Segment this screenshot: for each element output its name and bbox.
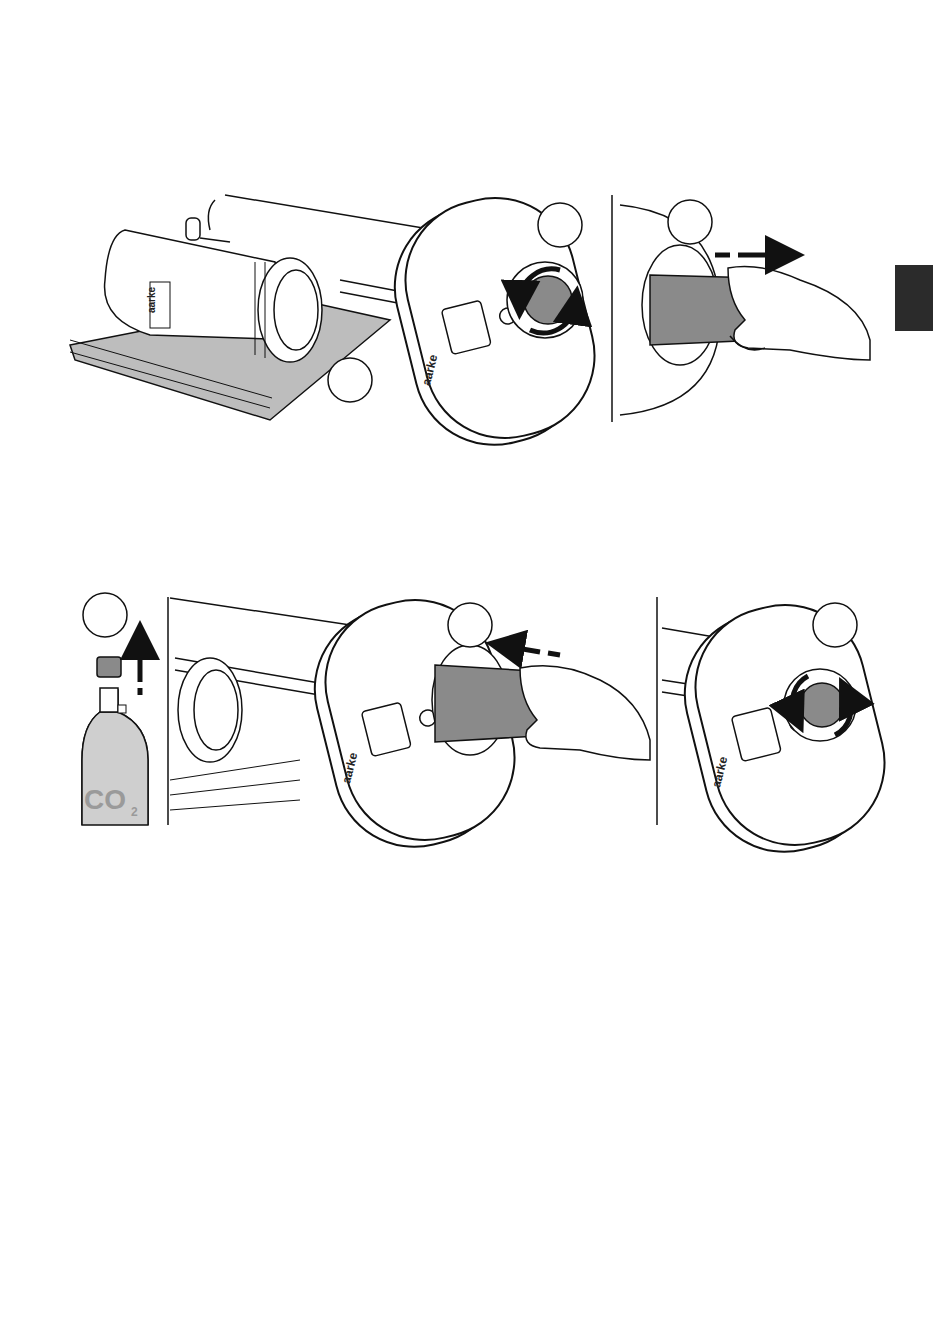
line-art (524, 276, 572, 324)
line-art (82, 712, 148, 825)
line-art (530, 305, 575, 333)
line-art (715, 253, 730, 258)
line-art (738, 253, 785, 258)
line-art (178, 658, 242, 762)
line-art (800, 683, 844, 727)
brand-label: aarke (147, 287, 157, 313)
line-art (784, 669, 856, 741)
line-art (835, 695, 851, 735)
line-art (538, 203, 582, 247)
line-art (328, 358, 372, 402)
line-art (200, 238, 230, 242)
line-art (895, 265, 933, 331)
line-art (100, 688, 118, 712)
line-art (730, 336, 765, 350)
line-art (656, 597, 658, 825)
line-art (611, 195, 613, 422)
line-art (520, 666, 650, 760)
line-art (138, 640, 143, 682)
line-art (792, 676, 808, 715)
line-art (186, 218, 200, 240)
line-art (507, 262, 583, 338)
line-art (70, 340, 272, 398)
line-art (728, 267, 870, 361)
line-art (667, 588, 903, 869)
line-art (813, 603, 857, 647)
line-art (70, 352, 270, 408)
line-art (548, 653, 560, 655)
line-art (274, 270, 318, 350)
line-art (448, 603, 492, 647)
line-art (377, 181, 613, 462)
gas-label: CO (84, 786, 126, 814)
line-art (83, 593, 127, 637)
gas-subscript: 2 (131, 806, 138, 818)
line-art (97, 657, 121, 677)
line-art (194, 670, 238, 750)
line-art (170, 760, 300, 810)
line-art (258, 258, 322, 362)
line-art (167, 597, 169, 825)
line-art (520, 269, 560, 300)
line-art (138, 688, 143, 695)
line-art (118, 705, 126, 713)
line-art (255, 262, 265, 358)
line-art (668, 200, 712, 244)
line-art (208, 200, 215, 230)
line-art (505, 646, 540, 652)
